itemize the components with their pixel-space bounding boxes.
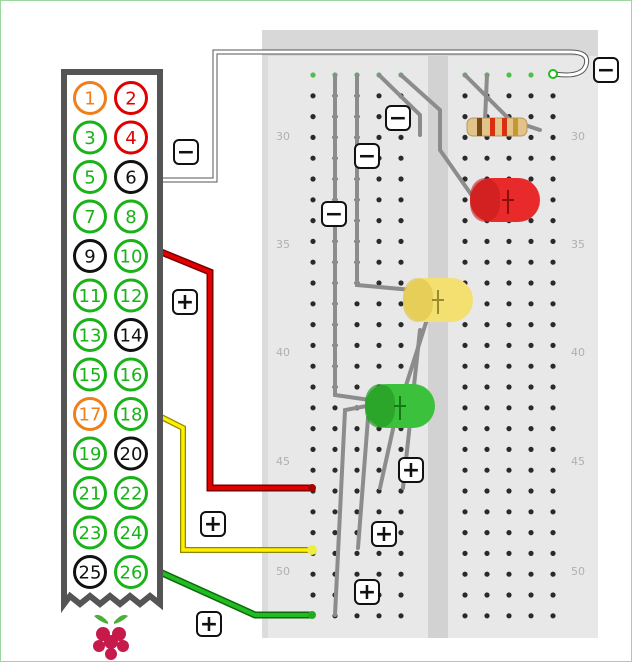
svg-text:15: 15 — [79, 365, 102, 386]
led-red-icon — [470, 178, 540, 222]
svg-text:−: − — [358, 144, 376, 169]
gpio-pin-4: 4 — [114, 120, 148, 155]
svg-text:7: 7 — [84, 207, 95, 228]
gpio-pin-5: 5 — [73, 160, 107, 194]
svg-text:5: 5 — [84, 168, 95, 189]
led-green-icon — [365, 384, 435, 428]
resistor-icon — [466, 117, 528, 137]
svg-text:+: + — [200, 612, 218, 637]
raspberry-pi-logo-icon — [93, 614, 129, 660]
gpio-pin-18: 18 — [114, 397, 148, 431]
gpio-pin-8: 8 — [114, 199, 148, 234]
gpio-pin-6: 6 — [114, 160, 148, 194]
plus-marker: + — [172, 289, 198, 315]
polarity-markers: −−−−−++++++ — [172, 57, 619, 637]
svg-text:12: 12 — [120, 286, 143, 307]
svg-text:11: 11 — [79, 286, 102, 307]
row-label: 50 — [571, 565, 585, 578]
gpio-pin-9: 9 — [73, 239, 107, 273]
row-label: 40 — [276, 346, 290, 359]
gpio-pin-23: 23 — [73, 515, 107, 550]
gpio-pin-22: 22 — [114, 476, 148, 510]
plus-marker: + — [196, 611, 222, 637]
plus-marker: + — [371, 521, 397, 547]
gpio-pin-24: 24 — [114, 515, 148, 550]
svg-text:24: 24 — [120, 523, 143, 544]
row-label: 35 — [571, 238, 585, 251]
led-yellow-icon — [403, 278, 473, 322]
gpio-pin-21: 21 — [73, 476, 107, 510]
gpio-pin-1: 1 — [73, 81, 107, 115]
svg-text:14: 14 — [120, 326, 143, 347]
svg-text:−: − — [325, 202, 343, 227]
breadboard: 30 30 35 35 40 40 45 45 50 50 — [262, 30, 598, 638]
plus-marker: + — [354, 579, 380, 605]
wire-ends — [307, 69, 558, 619]
minus-marker: − — [385, 105, 411, 131]
row-label: 30 — [571, 130, 585, 143]
gpio-pin-14: 14 — [114, 318, 148, 352]
svg-text:10: 10 — [120, 247, 143, 268]
svg-text:−: − — [389, 106, 407, 131]
svg-text:20: 20 — [120, 444, 143, 465]
gpio-pin-26: 26 — [114, 555, 148, 589]
row-label: 30 — [276, 130, 290, 143]
row-label: 40 — [571, 346, 585, 359]
svg-text:−: − — [597, 58, 615, 83]
svg-text:+: + — [204, 512, 222, 537]
gpio-pin-17: 17 — [73, 397, 107, 431]
minus-marker: − — [321, 201, 347, 227]
gpio-pin-20: 20 — [114, 436, 148, 471]
svg-text:9: 9 — [84, 247, 95, 268]
svg-text:4: 4 — [125, 128, 136, 149]
svg-text:23: 23 — [79, 523, 102, 544]
gpio-pin-12: 12 — [114, 278, 148, 313]
svg-text:17: 17 — [79, 405, 102, 426]
svg-text:+: + — [375, 522, 393, 547]
svg-text:+: + — [176, 290, 194, 315]
row-label: 35 — [276, 238, 290, 251]
gpio-pin-19: 19 — [73, 436, 107, 471]
gpio-pin-7: 7 — [73, 199, 107, 234]
svg-text:2: 2 — [125, 89, 136, 110]
svg-text:21: 21 — [79, 484, 102, 505]
svg-text:6: 6 — [125, 168, 136, 189]
gpio-pin-10: 10 — [114, 239, 148, 273]
row-label: 45 — [276, 455, 290, 468]
gpio-pin-15: 15 — [73, 357, 107, 392]
svg-text:1: 1 — [84, 89, 95, 110]
svg-text:+: + — [402, 458, 420, 483]
plus-marker: + — [398, 457, 424, 483]
minus-marker: − — [593, 57, 619, 83]
svg-text:+: + — [358, 580, 376, 605]
plus-marker: + — [200, 511, 226, 537]
row-labels: 30 30 35 35 40 40 45 45 50 50 — [276, 130, 585, 578]
svg-text:−: − — [177, 140, 195, 165]
row-label: 45 — [571, 455, 585, 468]
gpio-pin-25: 25 — [73, 555, 107, 589]
svg-text:3: 3 — [84, 128, 95, 149]
gpio-pin-3: 3 — [73, 120, 107, 155]
svg-text:16: 16 — [120, 365, 143, 386]
svg-text:18: 18 — [120, 405, 143, 426]
minus-marker: − — [173, 139, 199, 165]
gpio-pin-11: 11 — [73, 278, 107, 313]
svg-text:26: 26 — [120, 563, 143, 584]
svg-text:22: 22 — [120, 484, 143, 505]
svg-text:8: 8 — [125, 207, 136, 228]
gpio-pin-2: 2 — [114, 81, 148, 115]
minus-marker: − — [354, 143, 380, 169]
gpio-pin-16: 16 — [114, 357, 148, 392]
svg-text:13: 13 — [79, 326, 102, 347]
row-label: 50 — [276, 565, 290, 578]
gpio-pin-13: 13 — [73, 318, 107, 352]
svg-text:25: 25 — [79, 563, 102, 584]
svg-text:19: 19 — [79, 444, 102, 465]
